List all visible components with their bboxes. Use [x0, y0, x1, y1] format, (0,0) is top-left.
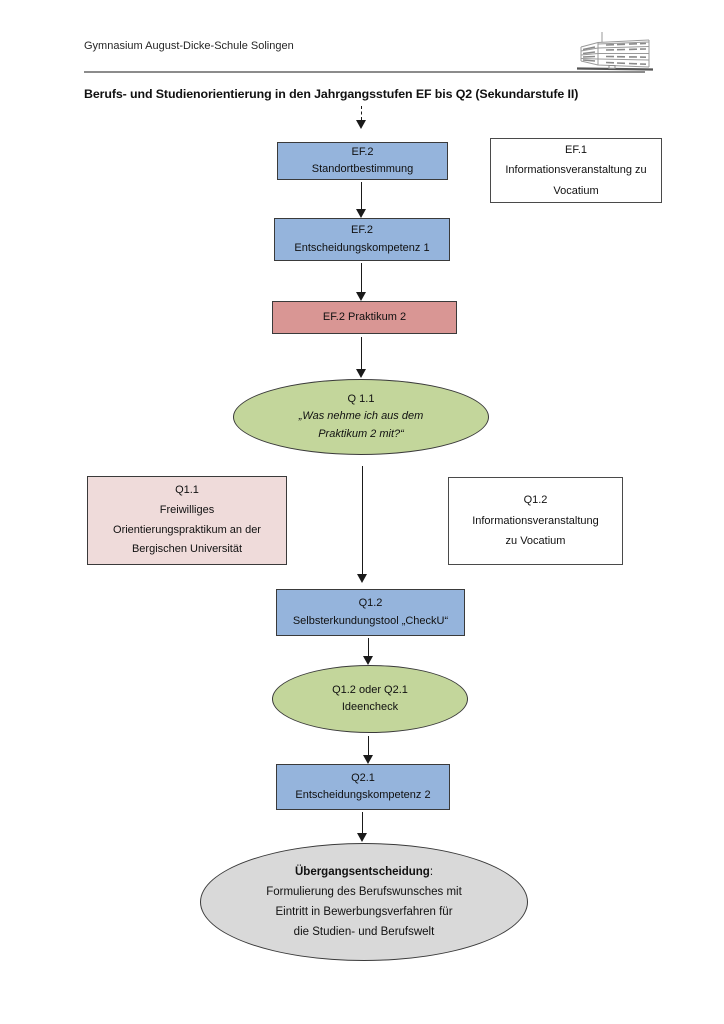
node-text-line: Ideencheck — [341, 701, 399, 713]
node-text-line: Informationsveranstaltung — [472, 514, 599, 527]
node-text-line: Q1.2 oder Q2.1 — [332, 683, 408, 696]
node-ef2-standortbestimmung: EF.2 Standortbestimmung — [277, 142, 448, 180]
flow-arrow-3 — [356, 337, 367, 378]
node-text-line: Q1.2 — [358, 597, 383, 610]
node-text-line: „Was nehme ich aus dem — [298, 410, 424, 423]
node-text-line: EF.2 — [351, 145, 374, 158]
node-q21-entscheidungskompetenz-2: Q2.1 Entscheidungskompetenz 2 — [276, 764, 450, 810]
flow-arrow-5 — [363, 638, 374, 665]
node-text-line: Q 1.1 — [347, 393, 375, 406]
flow-arrow-1 — [356, 182, 367, 218]
node-ef2-praktikum-2: EF.2 Praktikum 2 — [272, 301, 457, 334]
node-text-bold: Übergangsentscheidung — [294, 865, 430, 878]
node-text-line: Informationsveranstaltung zu — [505, 164, 647, 177]
node-text-line: Übergangsentscheidung: — [295, 862, 433, 882]
node-text-line: Entscheidungskompetenz 2 — [295, 789, 431, 801]
node-text-line: Q1.1 — [175, 483, 199, 496]
node-q12-vocatium-info: Q1.2 Informationsveranstaltung zu Vocati… — [448, 477, 623, 565]
node-text-line: Entscheidungskompetenz 1 — [294, 241, 430, 254]
node-text-line: Standortbestimmung — [311, 163, 414, 175]
flow-arrow-dashed-start — [356, 106, 367, 129]
flow-arrow-4-long — [357, 466, 368, 583]
node-text-line: Orientierungspraktikum an der — [113, 523, 261, 536]
page-header-text: Gymnasium August-Dicke-Schule Solingen — [84, 40, 294, 52]
node-q11-orientierungspraktikum: Q1.1 Freiwilliges Orientierungspraktikum… — [87, 476, 287, 565]
node-ef2-entscheidungskompetenz-1: EF.2 Entscheidungskompetenz 1 — [274, 218, 450, 261]
node-text-line: Q1.2 — [523, 494, 548, 507]
node-text-colon: : — [429, 865, 434, 878]
node-ideencheck-ellipse: Q1.2 oder Q2.1 Ideencheck — [272, 665, 468, 733]
node-text-line: Praktikum 2 mit?“ — [318, 427, 404, 440]
node-text-line: Bergischen Universität — [131, 543, 243, 556]
node-text-line: Formulierung des Berufswunsches mit — [266, 885, 462, 898]
node-text-line: EF.1 — [564, 143, 587, 156]
node-text-line: Selbsterkundungstool „CheckU“ — [292, 614, 449, 627]
node-text-line: Freiwilliges — [159, 503, 215, 516]
node-q12-checku: Q1.2 Selbsterkundungstool „CheckU“ — [276, 589, 465, 636]
flow-arrow-7 — [357, 812, 368, 842]
node-text-line: EF.2 — [350, 224, 373, 237]
node-text-line: EF.2 Praktikum 2 — [322, 310, 407, 323]
node-text-line: Q2.1 — [351, 771, 375, 784]
page-title: Berufs- und Studienorientierung in den J… — [84, 87, 579, 101]
node-uebergangsentscheidung-ellipse: Übergangsentscheidung: Formulierung des … — [200, 843, 528, 961]
flow-arrow-2 — [356, 263, 367, 301]
node-text-line: zu Vocatium — [505, 535, 566, 548]
flow-arrow-6 — [363, 736, 374, 764]
node-text-line: Eintritt in Bewerbungsverfahren für — [275, 906, 453, 918]
header-divider — [84, 71, 645, 73]
school-building-logo — [576, 30, 654, 74]
node-text-line: die Studien- und Berufswelt — [293, 926, 435, 939]
node-text-line: Vocatium — [553, 184, 599, 197]
node-q11-reflexion-ellipse: Q 1.1 „Was nehme ich aus dem Praktikum 2… — [233, 379, 489, 455]
node-ef1-vocatium-info: EF.1 Informationsveranstaltung zu Vocati… — [490, 138, 662, 203]
